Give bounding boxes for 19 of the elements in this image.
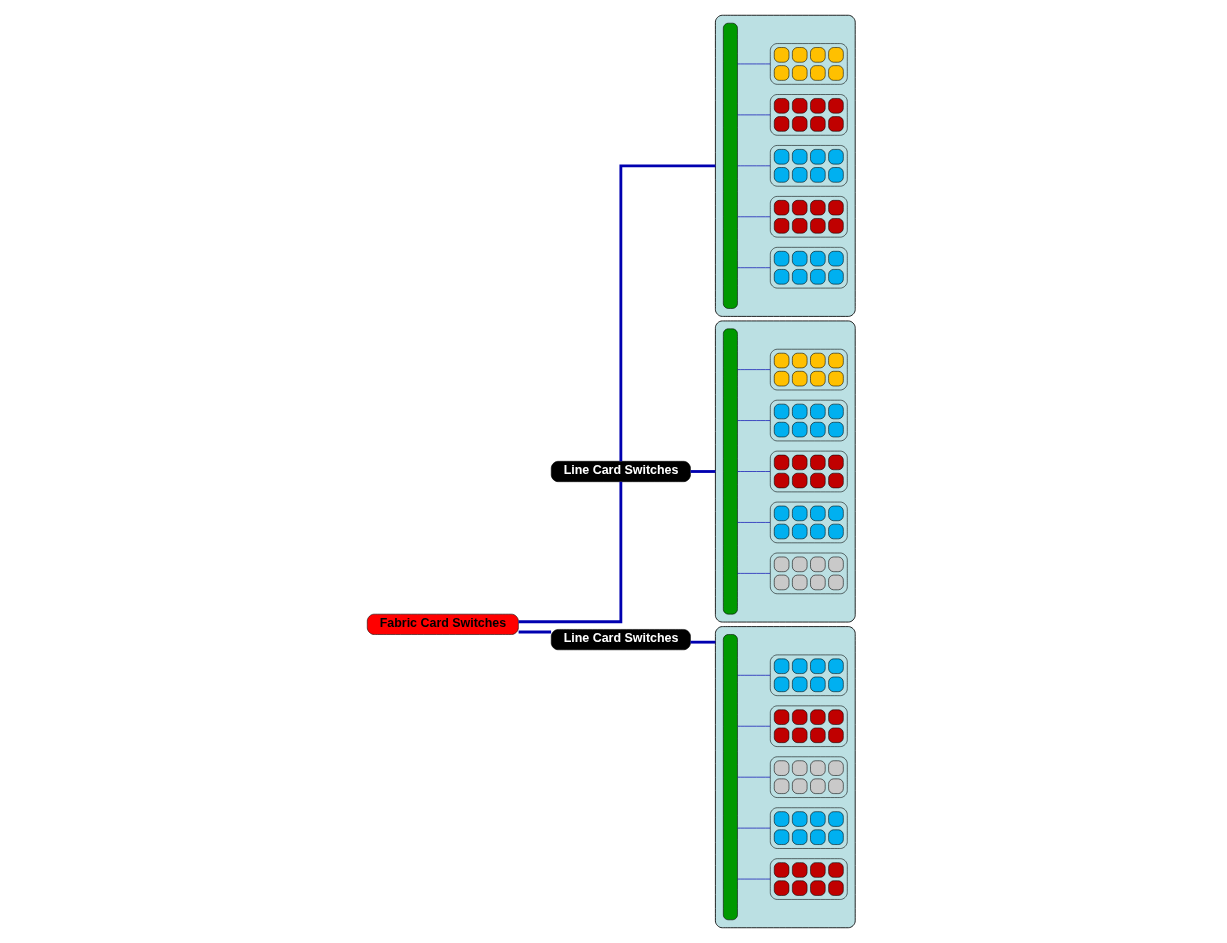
connector bbox=[690, 640, 716, 644]
node-bar bbox=[723, 328, 738, 615]
connector bbox=[737, 522, 771, 523]
connector bbox=[737, 369, 771, 370]
connector bbox=[619, 164, 716, 462]
node-box: Line Card Switches bbox=[550, 461, 691, 482]
connector bbox=[737, 573, 771, 574]
cluster bbox=[714, 320, 856, 623]
connector bbox=[518, 481, 623, 624]
node-box: Line Card Switches bbox=[550, 629, 691, 651]
connector bbox=[690, 470, 716, 473]
connector bbox=[737, 471, 771, 472]
node-bar bbox=[723, 634, 738, 921]
node-box: Fabric Card Switches bbox=[366, 613, 519, 635]
cluster bbox=[714, 14, 856, 317]
cluster bbox=[714, 626, 856, 929]
node-bar bbox=[723, 22, 738, 309]
connector bbox=[518, 630, 552, 634]
connector bbox=[737, 420, 771, 421]
